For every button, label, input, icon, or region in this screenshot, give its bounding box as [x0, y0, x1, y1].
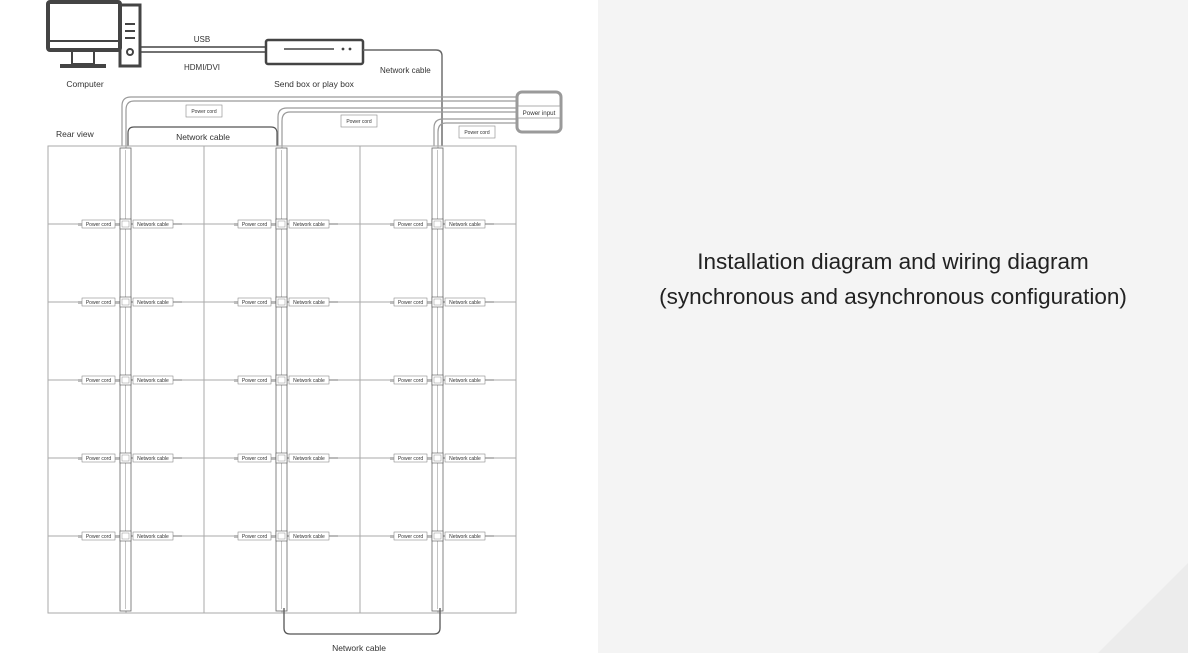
network-cable-label: Network cable	[293, 300, 325, 306]
power-input-label: Power input	[523, 110, 556, 117]
network-cable-label: Network cable	[293, 378, 325, 384]
network-cable-top	[363, 49, 443, 150]
power-cord-label: Power cord	[86, 534, 112, 540]
usb-label: USB	[194, 35, 210, 44]
power-cord-label: Power cord	[86, 456, 112, 462]
network-cable-label: Network cable	[293, 534, 325, 540]
network-cable-label: Network cable	[137, 222, 169, 228]
power-cord-label: Power cord	[398, 300, 424, 306]
network-cable-label: Network cable	[449, 222, 481, 228]
wiring-diagram: Computer USB HDMI/DVI Send box or play b…	[46, 0, 563, 653]
network-cable-label: Network cable	[449, 300, 481, 306]
power-cord-top-2: Power cord	[346, 119, 372, 125]
network-cable-label: Network cable	[137, 378, 169, 384]
power-cord-top-3: Power cord	[464, 130, 490, 136]
network-cable-bottom	[283, 608, 441, 635]
network-cable-middle	[127, 126, 278, 150]
caption-line-2: (synchronous and asynchronous configurat…	[659, 284, 1127, 309]
power-cord-label: Power cord	[86, 378, 112, 384]
network-cable-top-label: Network cable	[380, 66, 431, 75]
network-cable-label: Network cable	[449, 378, 481, 384]
power-cord-label: Power cord	[398, 378, 424, 384]
computer-label: Computer	[66, 79, 103, 89]
power-cord-label: Power cord	[398, 534, 424, 540]
network-cable-label: Network cable	[449, 456, 481, 462]
power-cord-label: Power cord	[398, 222, 424, 228]
power-cord-label: Power cord	[242, 222, 268, 228]
network-cable-label: Network cable	[137, 456, 169, 462]
hdmi-dvi-label: HDMI/DVI	[184, 63, 220, 72]
network-cable-label: Network cable	[137, 534, 169, 540]
caption: Installation diagram and wiring diagram …	[598, 244, 1188, 314]
send-box-label: Send box or play box	[274, 79, 355, 89]
network-cable-label: Network cable	[293, 456, 325, 462]
caption-panel: Installation diagram and wiring diagram …	[598, 0, 1188, 653]
watermark-shape	[1098, 563, 1188, 653]
rear-view-label: Rear view	[56, 129, 95, 139]
power-cord-label: Power cord	[242, 456, 268, 462]
power-cord-label: Power cord	[242, 300, 268, 306]
power-cord-label: Power cord	[86, 222, 112, 228]
network-cable-label: Network cable	[137, 300, 169, 306]
send-box-icon	[264, 38, 365, 66]
network-cable-middle-label: Network cable	[176, 132, 230, 142]
power-cord-label: Power cord	[86, 300, 112, 306]
caption-line-1: Installation diagram and wiring diagram	[697, 249, 1089, 274]
wiring-diagram-panel: Computer USB HDMI/DVI Send box or play b…	[46, 0, 563, 653]
network-cable-label: Network cable	[293, 222, 325, 228]
computer-icon	[46, 0, 142, 68]
network-cable-bottom-label: Network cable	[332, 643, 386, 653]
power-cord-label: Power cord	[242, 378, 268, 384]
power-cord-label: Power cord	[398, 456, 424, 462]
power-cord-bus	[121, 96, 517, 152]
power-cord-label: Power cord	[242, 534, 268, 540]
power-cord-top-1: Power cord	[191, 109, 217, 115]
network-cable-label: Network cable	[449, 534, 481, 540]
